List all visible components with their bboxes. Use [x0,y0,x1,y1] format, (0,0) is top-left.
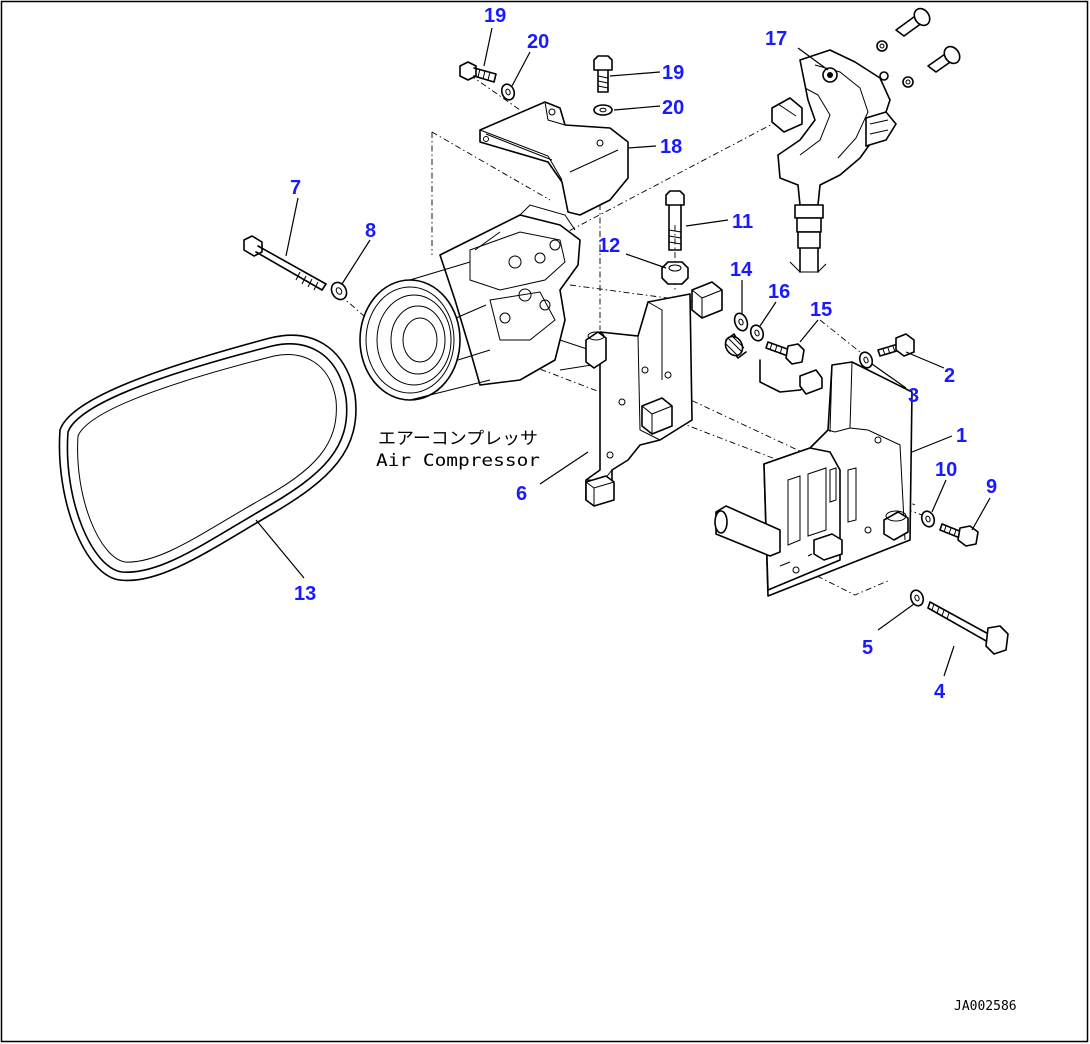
callout-12: 12 [598,235,620,257]
hose-fitting-17 [771,7,961,273]
washer-14 [733,312,749,332]
bolt-19-left [459,61,497,83]
callout-19-left: 19 [484,5,506,27]
washer-5 [909,589,925,607]
callout-4: 4 [934,681,946,703]
callout-6: 6 [516,483,527,505]
tensioner-link [759,359,823,395]
callout-11: 11 [732,211,753,233]
callout-7: 7 [290,177,301,199]
air-compressor-label-en: Air Compressor [376,451,540,471]
air-compressor [359,204,593,401]
callout-13: 13 [294,583,316,605]
callout-20-left: 20 [527,31,549,53]
callout-10: 10 [935,459,957,481]
nut-12 [661,261,689,285]
callouts: 19 20 19 20 18 17 7 8 11 12 14 16 15 2 3… [290,5,997,703]
bolt-11 [665,190,685,251]
callout-8: 8 [365,220,376,242]
washer-20-center [593,104,613,116]
drawing-code: JA002586 [954,999,1017,1014]
v-belt [58,334,357,582]
belt-cover-18 [479,101,629,216]
long-bolt-7 [243,235,327,291]
washer-10 [920,510,936,528]
callout-19-center: 19 [662,62,684,84]
washer-20-left [500,83,516,101]
callout-2: 2 [944,365,955,387]
callout-18: 18 [660,136,682,158]
callout-3: 3 [908,385,919,407]
callout-20-center: 20 [662,97,684,119]
bolt-4 [927,601,1009,655]
bolt-9 [939,523,979,547]
callout-9: 9 [986,476,997,498]
bolt-19-center [593,55,613,93]
air-compressor-label-jp: エアーコンプレッサ [378,429,538,449]
leader-lines [255,27,991,677]
callout-5: 5 [862,637,873,659]
bolt-15 [765,341,805,365]
washer-8 [330,281,348,301]
washer-3 [858,351,874,369]
bolt-2 [877,333,915,357]
callout-14: 14 [730,259,753,281]
spring [724,333,747,359]
washer-16 [749,324,765,342]
bracket-6 [585,281,723,507]
bracket-1 [714,361,913,597]
callout-17: 17 [765,28,787,50]
fitting-bolts [876,7,961,88]
callout-1: 1 [956,425,967,447]
callout-15: 15 [810,299,832,321]
callout-16: 16 [768,281,790,303]
